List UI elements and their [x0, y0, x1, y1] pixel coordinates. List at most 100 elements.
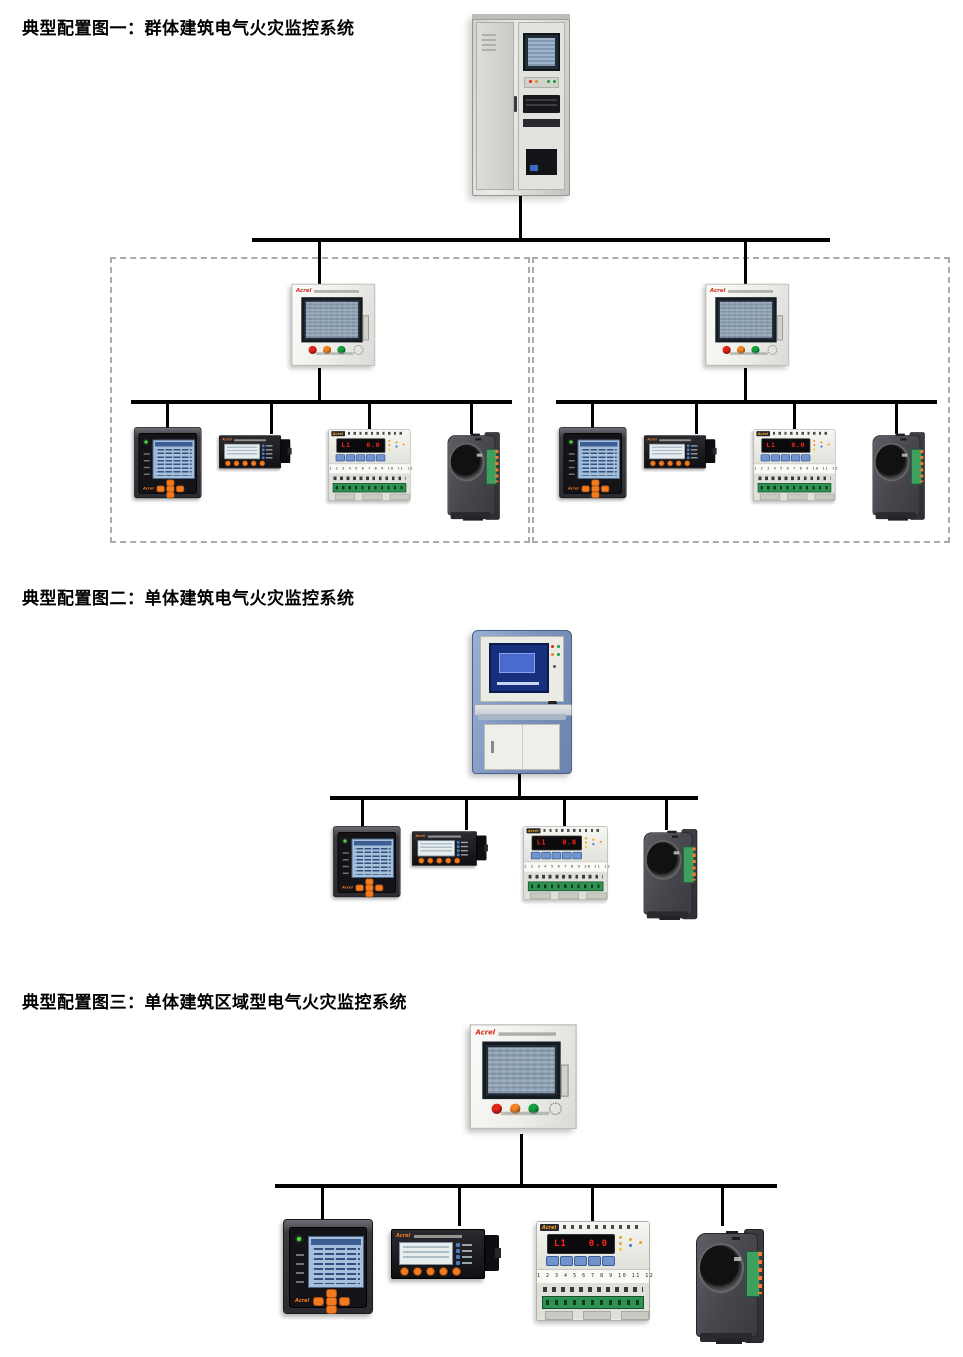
rack-module	[523, 119, 560, 127]
side-slot	[362, 315, 369, 341]
diagram2-title: 典型配置图二：单体建筑电气火灾监控系统	[22, 589, 355, 609]
logo-chip: Acrel	[526, 828, 541, 834]
alarm-led	[813, 448, 816, 451]
orange-lamp	[510, 1103, 521, 1114]
brand-logo: Acrel	[568, 486, 579, 491]
power-led	[343, 839, 347, 843]
setting-button	[551, 851, 562, 860]
orange-indicator	[535, 80, 538, 83]
lcd-screen-content	[488, 1047, 555, 1094]
lcd-screen	[399, 1242, 453, 1265]
red-lamp	[491, 1103, 502, 1114]
residual-current-transformer	[446, 429, 501, 521]
status-led	[456, 849, 460, 853]
brand-logo: Acrel	[542, 1225, 557, 1231]
logo-chip: Acrel	[331, 431, 345, 437]
device-body: Acrel	[219, 435, 282, 469]
left-button	[156, 485, 165, 493]
status-led	[261, 452, 265, 456]
mounting-base	[700, 1333, 752, 1342]
setting-button	[561, 851, 572, 860]
connector-line	[166, 404, 169, 434]
kiosk-screen	[489, 643, 549, 693]
alarm-led	[813, 439, 816, 442]
cabinet-vent-slots	[482, 34, 496, 52]
alarm-led	[584, 841, 588, 844]
status-led	[456, 1249, 460, 1253]
wall-monitor-unit: Acrel	[287, 282, 377, 372]
lcd-screen	[152, 439, 195, 479]
ct-aperture	[698, 1243, 744, 1293]
function-button	[413, 1267, 422, 1276]
logo-chip: Acrel	[540, 1224, 559, 1231]
setting-button	[790, 454, 801, 462]
ct-aperture	[874, 442, 910, 482]
screw-terminal-row	[333, 476, 406, 481]
meter-face: Acrel	[563, 433, 622, 499]
wall-monitor-unit: Acrel	[464, 1022, 579, 1137]
alarm-led	[639, 1241, 642, 1244]
bar-mount-detector: Acrel	[644, 434, 717, 470]
side-label	[143, 453, 150, 455]
connector-line	[591, 404, 594, 434]
function-button	[684, 460, 691, 467]
control-led	[557, 645, 560, 648]
connector-line	[518, 772, 521, 800]
status-led	[456, 1243, 460, 1247]
mounting-base	[450, 512, 491, 520]
alarm-led	[820, 445, 823, 448]
led-display: L1 0.0	[531, 835, 582, 851]
module-lower-section	[329, 473, 410, 501]
din-clip	[716, 1339, 742, 1344]
footer-text-line	[729, 352, 768, 355]
right-button	[176, 485, 185, 493]
cabinet-door-handle	[514, 96, 517, 112]
door-handle	[491, 741, 494, 753]
red-lamp	[308, 345, 317, 354]
led-display-value: 0.0	[562, 839, 577, 847]
left-button	[581, 485, 590, 493]
terminal-numbers: 1 2 3 4 5 6 7 8 9 10 11 12	[329, 466, 414, 471]
bar-mount-detector: Acrel	[391, 1227, 501, 1282]
screen-taskbar	[497, 682, 539, 685]
cabinet-front-panel	[518, 22, 565, 190]
side-label	[568, 453, 575, 455]
wall-monitor-enclosure: Acrel	[469, 1024, 577, 1129]
lcd-header-band	[354, 841, 392, 846]
din-clip	[545, 1311, 573, 1320]
device-body: Acrel	[412, 831, 477, 866]
din-clip	[583, 1311, 611, 1320]
terminal-numbers: 1 2 3 4 5 6 7 8 9 10 11 12	[537, 1273, 655, 1279]
status-label	[690, 453, 698, 455]
status-label	[265, 445, 273, 447]
bus-line	[556, 400, 937, 404]
top-terminal-row	[563, 1225, 639, 1229]
led-display-value: 0.0	[588, 1239, 608, 1249]
setting-button	[572, 851, 582, 860]
lcd-content	[651, 446, 683, 457]
lcd-data-rows	[312, 1248, 360, 1284]
din-clip	[462, 516, 483, 521]
ct-label	[734, 1257, 741, 1261]
terminal-screws	[758, 1252, 762, 1294]
ct-aperture	[449, 442, 485, 482]
footer-text-line	[315, 352, 354, 355]
function-button	[445, 857, 452, 864]
down-button	[326, 1305, 337, 1314]
bar-detector: Acrel	[644, 434, 717, 470]
status-led	[261, 444, 265, 448]
lcd-data-rows	[155, 448, 192, 476]
cabinet-screen-content	[528, 38, 555, 66]
wall-monitor-unit: Acrel	[701, 282, 791, 372]
module-top-section: Acrel L1 0.0	[329, 429, 410, 465]
green-terminal-strip	[332, 483, 407, 493]
side-slot	[560, 1064, 569, 1097]
connector-line	[665, 800, 668, 830]
setting-button	[588, 1256, 601, 1266]
setting-button	[602, 1256, 615, 1266]
connector-line	[321, 1188, 324, 1226]
meter-face: Acrel	[289, 1227, 367, 1314]
model-text-line	[427, 835, 461, 838]
bus-line	[330, 796, 698, 800]
